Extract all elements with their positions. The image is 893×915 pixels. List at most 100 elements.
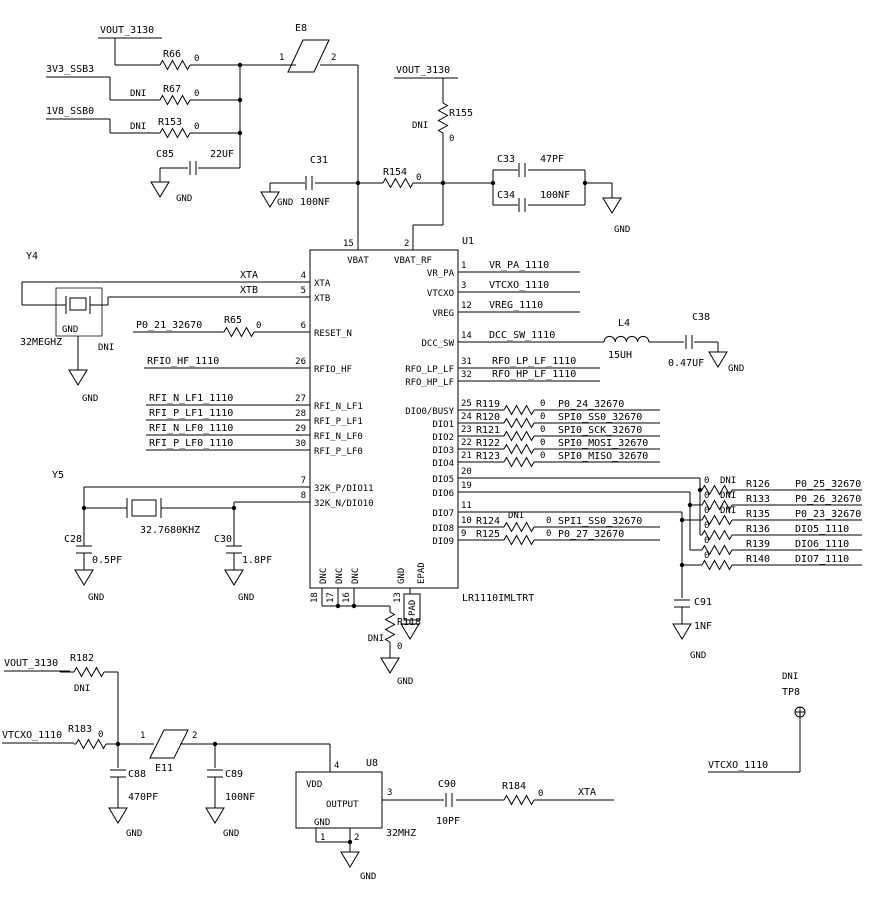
- net-label-p0-24: P0_24_32670: [558, 399, 624, 410]
- refdes-c28: C28: [64, 534, 82, 545]
- refdes-r153: R153: [158, 117, 182, 128]
- pin-number: 28: [295, 409, 306, 419]
- refdes-c90: C90: [438, 779, 456, 790]
- pin-number: 11: [461, 501, 472, 511]
- pin-number: 10: [461, 516, 472, 526]
- pin-name: DIO3: [432, 446, 454, 456]
- u1-epad-box: [404, 594, 420, 620]
- pin-name: DNC: [351, 568, 361, 584]
- pin-name: VTCXO: [427, 289, 454, 299]
- refdes-r139: R139: [746, 539, 770, 550]
- value-c28: 0.5PF: [92, 555, 122, 566]
- pin-name-u8-output: OUTPUT: [326, 800, 359, 810]
- pin-number: 6: [301, 321, 306, 331]
- dni-r182: DNI: [74, 684, 90, 694]
- pin-number: 24: [461, 412, 472, 422]
- value-u8-freq: 32MHZ: [386, 828, 416, 839]
- value-c33: 47PF: [540, 154, 564, 165]
- pin-number: 22: [461, 438, 472, 448]
- crystal-y4-symbol: [56, 288, 102, 336]
- pin-name: XTA: [314, 279, 331, 289]
- pin-number: 4: [301, 271, 306, 281]
- pin-name-u8-gnd: GND: [314, 818, 330, 828]
- net-label-p0-26: P0_26_32670: [795, 494, 861, 505]
- pin-number: 2: [404, 239, 409, 249]
- value-y5: 32.7680KHZ: [140, 525, 200, 536]
- value-r135: 0: [704, 506, 709, 516]
- dni-r135: DNI: [720, 506, 736, 516]
- pin-number: 14: [461, 331, 472, 341]
- refdes-y5: Y5: [52, 470, 64, 481]
- pin-number: 17: [326, 592, 336, 603]
- resistor-r140: [701, 560, 733, 570]
- gnd-c33c34: [602, 197, 622, 214]
- value-r154: 0: [416, 173, 421, 183]
- refdes-r182: R182: [70, 653, 94, 664]
- xtal-32m-section: Y4 GND 32MEGHZ DNI XTA XTB GND P0_21_326…: [20, 251, 261, 449]
- gnd-label-u8: GND: [360, 872, 376, 882]
- value-r153: 0: [194, 122, 199, 132]
- refdes-r155: R155: [449, 108, 473, 119]
- resistor-r123: [503, 457, 535, 467]
- resistor-r120: [503, 418, 535, 428]
- dni-r124: DNI: [508, 511, 524, 521]
- pin-number: 27: [295, 394, 306, 404]
- resistor-r183: [75, 739, 107, 749]
- refdes-r125: R125: [476, 529, 500, 540]
- pin-name: RFI_P_LF1: [314, 417, 363, 427]
- pin-name: 32K_P/DIO11: [314, 484, 374, 494]
- pin-name: RFI_N_LF0: [314, 432, 363, 442]
- value-r184: 0: [538, 789, 543, 799]
- dni-r133: DNI: [720, 491, 736, 501]
- dni-r153: DNI: [130, 122, 146, 132]
- capacitor-c90: [445, 792, 453, 808]
- capacitor-c34: [518, 197, 526, 213]
- resistor-r184: [503, 795, 535, 805]
- pin-name: RFO_LP_LF: [405, 365, 454, 375]
- gnd-c85: [150, 181, 170, 198]
- pin-number-e11-1: 1: [140, 731, 145, 741]
- capacitor-symbols: [75, 160, 693, 808]
- net-label-rfi-p-lf1: RFI_P_LF1_1110: [149, 408, 233, 419]
- capacitor-c33: [518, 162, 526, 178]
- pin-number: 13: [393, 592, 403, 603]
- crystal-y5-symbol: [127, 498, 161, 518]
- pin-name: DIO5: [432, 475, 454, 485]
- bank-resistor-rows: 0 DNI R126 P0_25_32670 0 DNI R133 P0_26_…: [704, 476, 861, 565]
- refdes-y4: Y4: [26, 251, 38, 262]
- resistor-r119: [503, 405, 535, 415]
- pin-number-e8-1: 1: [279, 53, 284, 63]
- capacitor-c30: [225, 545, 243, 554]
- value-r65: 0: [256, 321, 261, 331]
- pin-name: DIO4: [432, 459, 454, 469]
- refdes-r126: R126: [746, 479, 770, 490]
- junction-dots: [81, 62, 703, 845]
- refdes-r124: R124: [476, 516, 500, 527]
- refdes-c85: C85: [156, 149, 174, 160]
- value-c91: 1NF: [694, 621, 712, 632]
- value-r136: 0: [704, 521, 709, 531]
- gnd-label-c33c34: GND: [614, 225, 630, 235]
- refdes-tp8: TP8: [782, 687, 800, 698]
- value-r66: 0: [194, 54, 199, 64]
- resistor-r65: [223, 327, 255, 337]
- gnd-label-c28: GND: [88, 593, 104, 603]
- resistor-r124: [503, 522, 535, 532]
- dio-resistor-rows: R119 0 P0_24_32670 R120 0 SPI0_SS0_32670…: [476, 399, 648, 540]
- pin-name: DNC: [319, 568, 329, 584]
- gnd-r118: [380, 657, 400, 674]
- pin-name: DIO2: [432, 433, 454, 443]
- pin-number-u8-3: 3: [387, 788, 392, 798]
- pin-name: RFO_HP_LF: [405, 378, 454, 388]
- value-r121: 0: [540, 425, 545, 435]
- gnd-c28: [74, 569, 94, 586]
- pin-name: DNC: [335, 568, 345, 584]
- gnd-pin-label-y4: GND: [62, 325, 78, 335]
- wires-y5: [84, 487, 292, 570]
- refdes-l4: L4: [618, 318, 630, 329]
- net-label-p0-21: P0_21_32670: [136, 320, 202, 331]
- net-label-rfi-p-lf0: RFI_P_LF0_1110: [149, 438, 233, 449]
- dni-y4: DNI: [98, 343, 114, 353]
- pin-name: 32K_N/DIO10: [314, 499, 374, 509]
